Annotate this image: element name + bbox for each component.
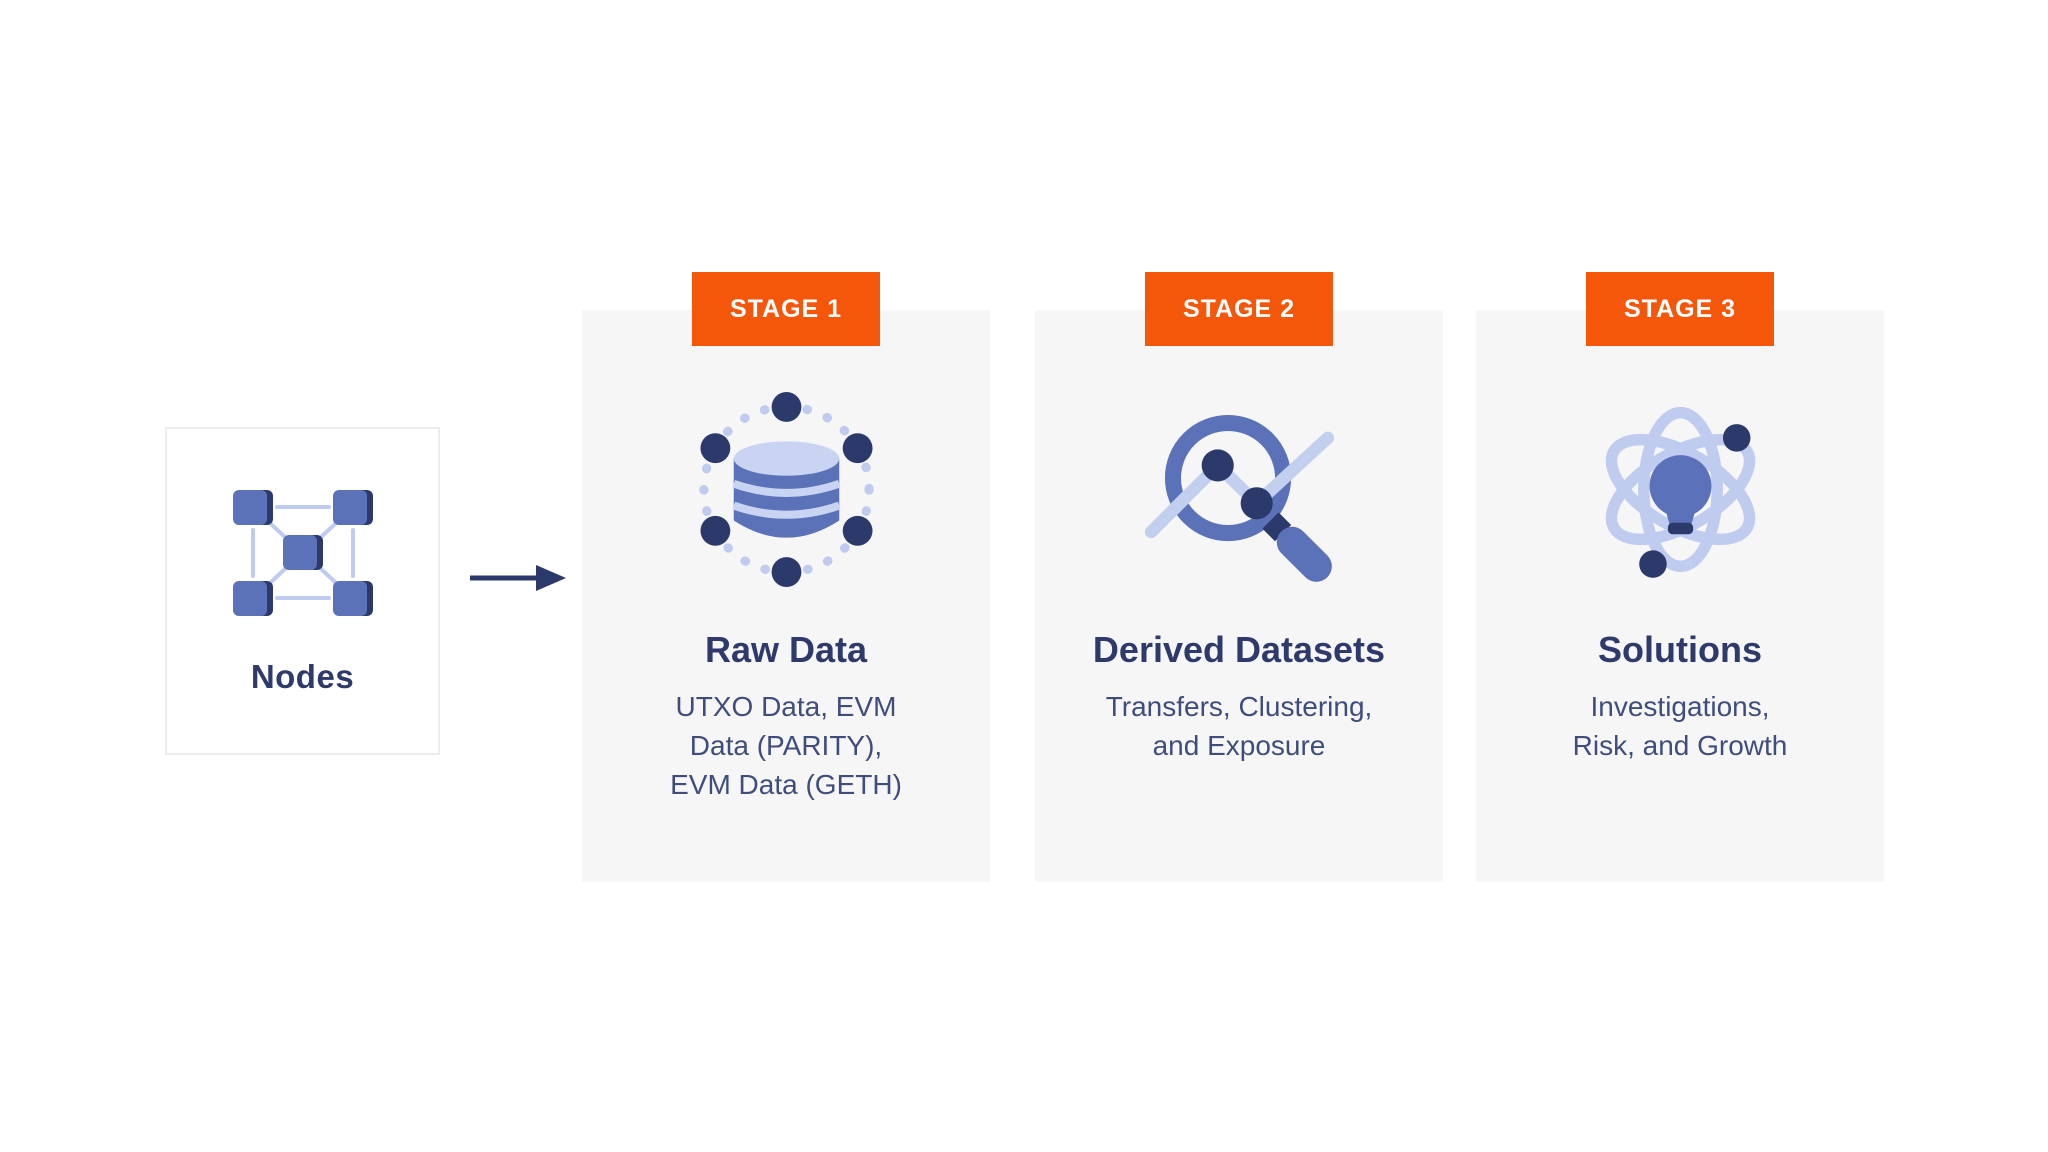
stage-1-card: STAGE 1 Raw Data UTXO Data, EVM Data (PA… [582, 272, 990, 882]
stage-2-badge: STAGE 2 [1145, 272, 1333, 346]
arrow-right-icon [470, 565, 566, 591]
stage-1-badge: STAGE 1 [692, 272, 880, 346]
stage-3-subtitle: Investigations, Risk, and Growth [1572, 691, 1788, 761]
stage-3-card: STAGE 3 Solutions Investigations, Risk, … [1476, 272, 1884, 882]
stage-1-title: Raw Data [704, 629, 868, 670]
stage-3-title: Solutions [1598, 629, 1762, 670]
stage-2-card: STAGE 2 Derived Datasets Transfers, Clus… [1035, 272, 1443, 882]
stage-2-title: Derived Datasets [1092, 629, 1386, 670]
atom-lightbulb-icon [1605, 406, 1755, 578]
network-nodes-icon [232, 490, 373, 616]
nodes-box: Nodes [165, 427, 440, 755]
stage-2-subtitle: Transfers, Clustering, and Exposure [1105, 691, 1373, 761]
stage-3-badge: STAGE 3 [1586, 272, 1774, 346]
nodes-label: Nodes [250, 658, 355, 695]
magnifier-trend-icon [1144, 414, 1334, 582]
stage-1-subtitle: UTXO Data, EVM Data (PARITY), EVM Data (… [670, 691, 902, 800]
database-ring-icon [698, 392, 874, 587]
